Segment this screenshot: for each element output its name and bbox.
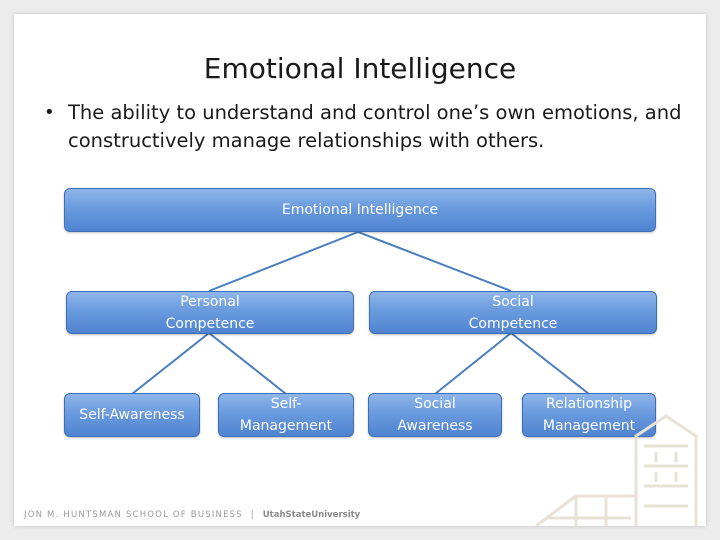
slide: Emotional Intelligence • The ability to … [14, 14, 706, 526]
node-root-label: Emotional Intelligence [281, 202, 439, 218]
node-self-management: Self- Management [218, 393, 354, 437]
bullet-marker: • [44, 102, 55, 123]
node-relationship-management: Relationship Management [522, 393, 656, 437]
footer-university: UtahStateUniversity [262, 510, 361, 520]
connector-root-social [357, 231, 512, 292]
node-self-awareness-label: Self-Awareness [79, 407, 185, 423]
footer: JON M. HUNTSMAN SCHOOL OF BUSINESS | Uta… [24, 510, 360, 520]
connector-personal-selfawareness [131, 332, 210, 395]
hierarchy-connectors [131, 231, 590, 395]
bullet-text: The ability to understand and control on… [68, 101, 682, 152]
node-social-awareness: Social Awareness [368, 393, 502, 437]
connector-social-socialawareness [434, 332, 512, 395]
node-social-competence: Social Competence [369, 291, 657, 334]
connector-root-personal [208, 231, 359, 292]
node-personal-competence-label: Personal Competence [165, 293, 255, 332]
node-relationship-management-label: Relationship Management [542, 396, 636, 434]
node-self-awareness: Self-Awareness [64, 393, 200, 437]
connector-personal-selfmanagement [208, 332, 287, 395]
node-social-awareness-label: Social Awareness [397, 396, 473, 434]
connector-social-relationship [510, 332, 590, 395]
node-root: Emotional Intelligence [64, 188, 656, 232]
bullet-point: • The ability to understand and control … [38, 99, 688, 155]
building-watermark [535, 414, 698, 526]
footer-separator: | [250, 510, 255, 520]
slide-title: Emotional Intelligence [203, 52, 517, 85]
footer-school: JON M. HUNTSMAN SCHOOL OF BUSINESS [24, 510, 243, 520]
node-social-competence-label: Social Competence [468, 293, 558, 332]
node-self-management-label: Self- Management [239, 396, 333, 434]
node-personal-competence: Personal Competence [66, 291, 354, 334]
